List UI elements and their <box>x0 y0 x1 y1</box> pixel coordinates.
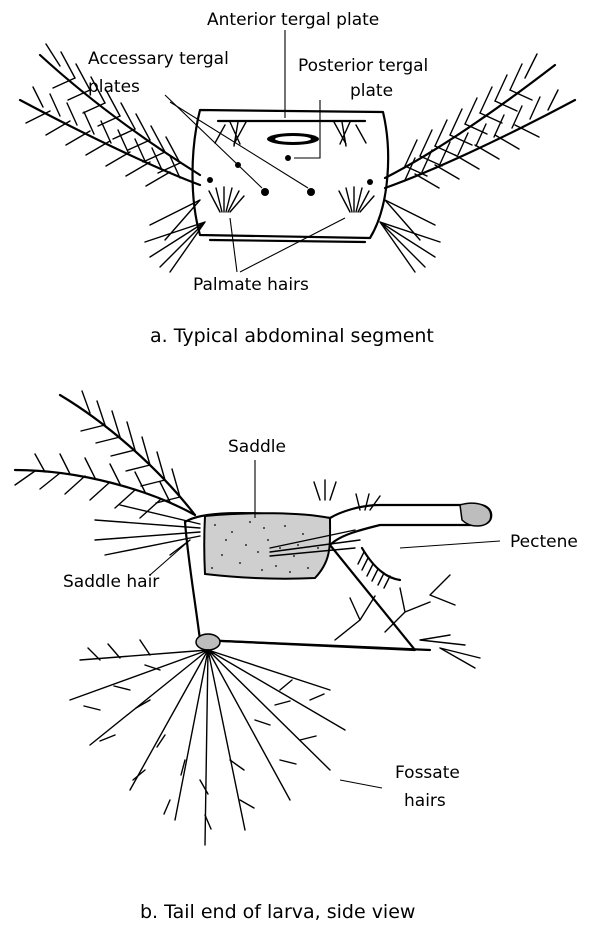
posterior-tergal-plate-shape <box>285 155 291 161</box>
label-anterior-tergal-plate: Anterior tergal plate <box>207 10 379 30</box>
body-dot <box>367 179 373 185</box>
dorsal-feathered-hair <box>15 391 195 518</box>
caption-panel-b: b. Tail end of larva, side view <box>140 901 415 923</box>
label-posterior-tergal-plate-line1: Posterior tergal <box>298 56 428 76</box>
palmate-hair-left <box>209 187 244 212</box>
ventral-edge <box>200 640 430 650</box>
label-accessary-tergal-plates-line2: plates <box>88 77 140 97</box>
label-pectene: Pectene <box>510 532 578 552</box>
leader-fossate-hairs <box>340 780 382 788</box>
label-saddle: Saddle <box>228 437 286 457</box>
panel-a-abdominal-segment: Anterior tergal plate Accessary tergal p… <box>20 10 575 347</box>
pectene-comb <box>358 548 400 588</box>
accessary-plate-right <box>307 188 315 196</box>
leader-pectene <box>400 541 500 548</box>
label-posterior-tergal-plate-line2: plate <box>350 81 393 101</box>
accessary-plate-left <box>261 188 269 196</box>
anterior-plate-highlight <box>275 136 311 142</box>
upper-right-body-hairs <box>334 122 366 146</box>
leader-palmate-2 <box>240 218 345 272</box>
leader-accessary-1 <box>165 95 262 188</box>
lower-right-hairs <box>380 200 440 272</box>
palmate-hair-right <box>339 187 374 212</box>
label-palmate-hairs: Palmate hairs <box>193 275 309 295</box>
body-dot <box>207 177 213 183</box>
fossate-hairs-brush <box>70 640 345 845</box>
saddle-hairs <box>95 505 200 555</box>
label-accessary-tergal-plates-line1: Accessary tergal <box>88 49 229 69</box>
siphon-tip <box>460 503 491 526</box>
label-saddle-hair: Saddle hair <box>63 572 159 592</box>
caption-panel-a: a. Typical abdominal segment <box>150 325 434 347</box>
label-fossate-hairs-line1: Fossate <box>395 763 460 783</box>
ventral-brush-hairs <box>335 575 480 668</box>
fossate-base <box>196 634 220 650</box>
leader-accessary-2 <box>170 102 308 188</box>
upper-left-body-hairs <box>215 122 246 146</box>
leader-posterior <box>294 100 320 158</box>
panel-b-tail-end: Saddle Pectene Saddle hair Fossate hairs… <box>15 391 578 923</box>
label-fossate-hairs-line2: hairs <box>404 791 446 811</box>
leader-palmate-1 <box>230 218 237 272</box>
